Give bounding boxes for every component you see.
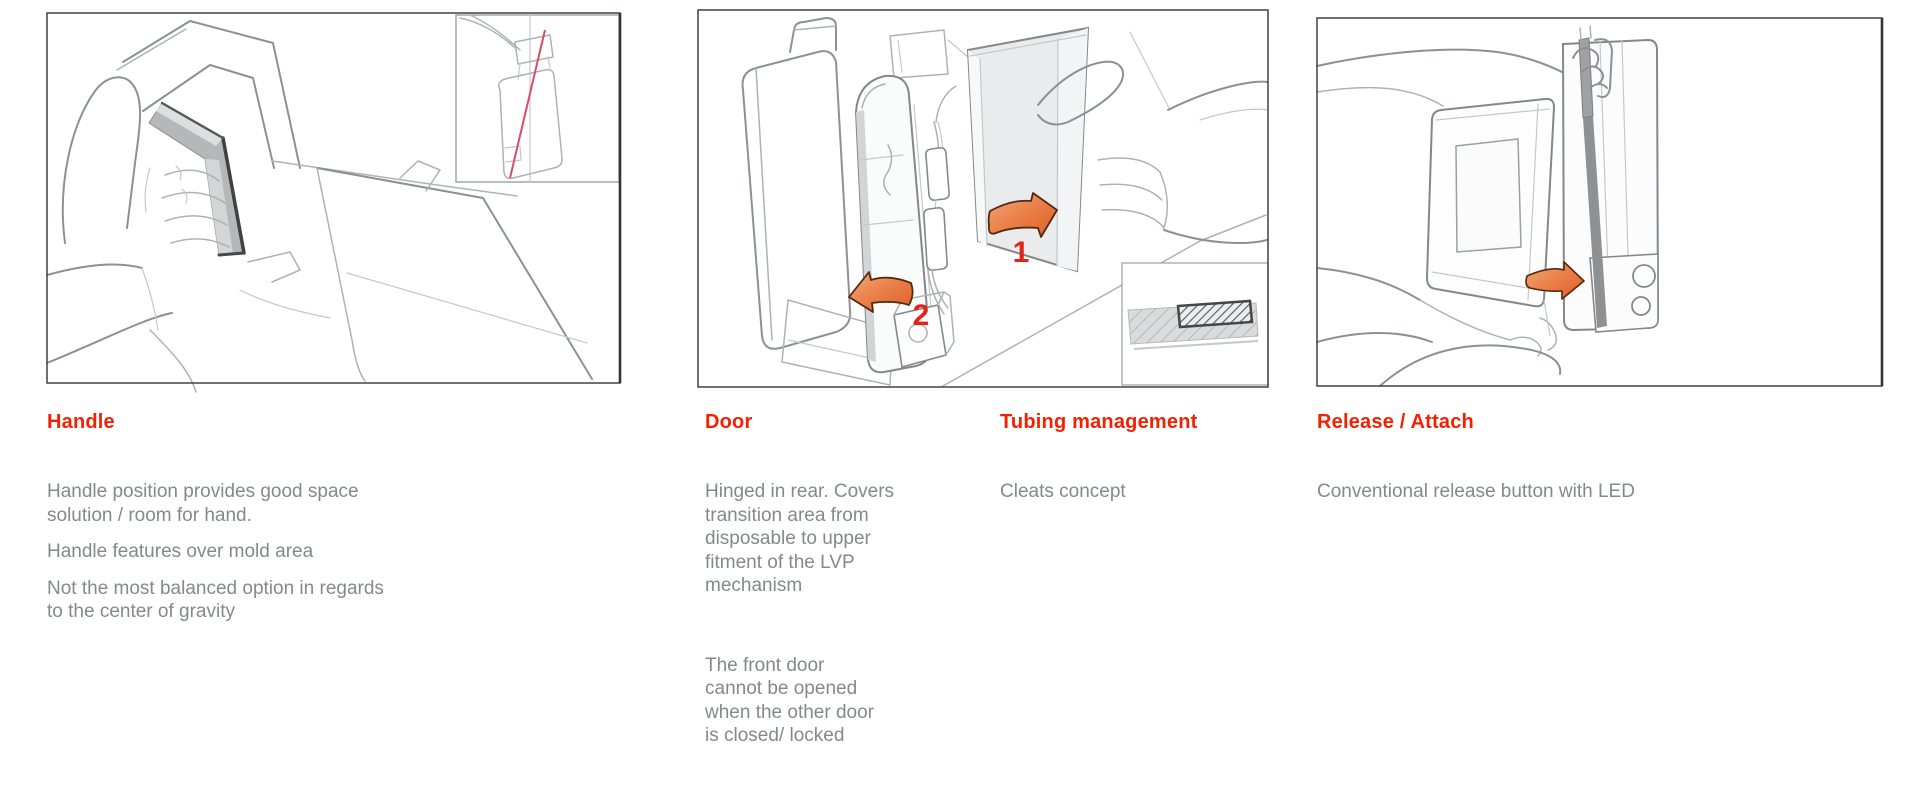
figure-handle-sketch [46, 12, 622, 393]
door-open-arrow-1-icon [987, 192, 1058, 238]
cleat-block [1176, 299, 1254, 329]
handle-paragraph-1: Handle position provides good space solu… [47, 481, 359, 526]
step-number-2: 2 [913, 299, 930, 332]
handle-paragraph-3: Not the most balanced option in regards … [47, 577, 384, 623]
caption-release: Release / Attach Conventional release bu… [1317, 410, 1737, 517]
module-screen [1455, 138, 1522, 253]
caption-handle: Handle Handle position provides good spa… [47, 410, 447, 637]
release-paragraph-1: Conventional release button with LED [1317, 481, 1635, 502]
door-paragraph-2: The front door cannot be opened when the… [705, 654, 875, 747]
caption-tubing: Tubing management Cleats concept [1000, 410, 1260, 517]
release-button [1632, 264, 1656, 288]
figure-release-sketch [1316, 17, 1884, 387]
tubing-paragraph-1: Cleats concept [1000, 481, 1126, 502]
led-indicator [1631, 296, 1651, 316]
handle-paragraph-2: Handle features over mold area [47, 541, 314, 562]
step-number-1: 1 [1013, 236, 1030, 269]
section-heading-handle: Handle [47, 411, 115, 433]
section-heading-tubing: Tubing management [1000, 411, 1198, 433]
door-open-arrow-2-icon [848, 271, 914, 313]
section-heading-release: Release / Attach [1317, 411, 1474, 433]
release-direction-arrow-icon [1525, 261, 1585, 300]
panel-border-door [697, 9, 1269, 388]
caption-door: Door Hinged in rear. Covers transition a… [705, 410, 935, 761]
door-paragraph-1: Hinged in rear. Covers transition area f… [705, 481, 895, 596]
section-heading-door: Door [705, 411, 753, 433]
figure-door-sketch: 1 2 [697, 9, 1269, 388]
gravity-line [509, 29, 546, 179]
